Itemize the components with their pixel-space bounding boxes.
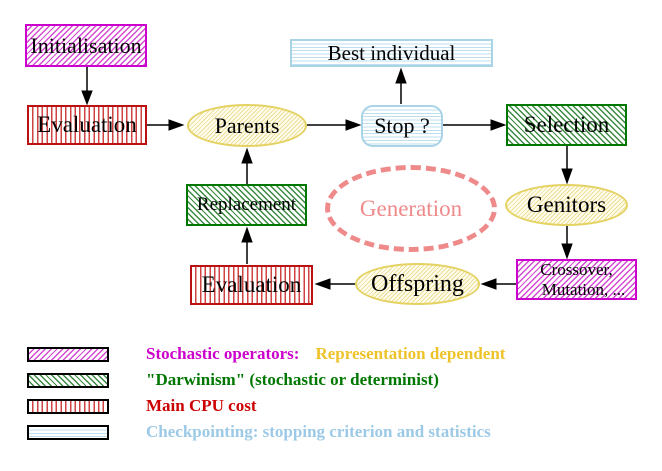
node-best-individual: Best individual: [290, 39, 493, 67]
legend-row-darwinism: "Darwinism" (stochastic or determinist): [27, 370, 439, 390]
node-offspring-label: Offspring: [371, 270, 464, 297]
legend-swatch-stochastic-operators: [27, 346, 109, 362]
node-replacement: Replacement: [186, 184, 307, 226]
node-initialisation-label: Initialisation: [30, 32, 142, 58]
legend-label-representation-dependent: Representation dependent: [315, 344, 506, 363]
arrow-genitors-to-crossover: [561, 226, 573, 260]
node-offspring: Offspring: [355, 263, 480, 305]
node-evaluation-bottom-label: Evaluation: [201, 272, 302, 297]
legend-row-checkpointing: Checkpointing: stopping criterion and st…: [27, 422, 491, 442]
node-crossover-line2: Mutation, ...: [541, 279, 626, 299]
node-selection: Selection: [506, 104, 627, 146]
legend-label-darwinism: "Darwinism" (stochastic or determinist): [146, 370, 439, 389]
arrow-evaluation-to-parents: [147, 119, 185, 131]
node-evaluation-bottom: Evaluation: [190, 265, 313, 305]
node-genitors-label: Genitors: [526, 192, 607, 217]
node-parents: Parents: [187, 104, 307, 147]
arrow-stop-to-selection: [443, 119, 507, 131]
legend-swatch-checkpointing: [27, 424, 109, 440]
node-replacement-label: Replacement: [196, 194, 297, 215]
node-best-individual-label: Best individual: [327, 40, 456, 65]
legend-swatch-main-cpu-cost: [27, 398, 109, 414]
node-initialisation: Initialisation: [25, 24, 147, 67]
node-stop-label: Stop ?: [374, 113, 430, 138]
legend-swatch-darwinism: [27, 372, 109, 388]
legend-row-stochastic-operators: Stochastic operators: Representation dep…: [27, 344, 505, 364]
arrow-evaluation-to-replacement: [241, 226, 253, 264]
arrow-stop-to-best-individual: [395, 67, 407, 104]
arrow-replacement-to-parents: [241, 147, 253, 184]
arrow-crossover-to-offspring: [480, 278, 516, 290]
legend-label-main-cpu-cost: Main CPU cost: [146, 396, 257, 415]
node-crossover-mutation: Crossover, Mutation, ...: [516, 259, 637, 300]
legend-row-main-cpu-cost: Main CPU cost: [27, 396, 256, 416]
node-selection-label: Selection: [523, 112, 610, 137]
node-stop: Stop ?: [361, 105, 443, 147]
node-parents-label: Parents: [214, 112, 280, 138]
legend-label-stochastic-operators: Stochastic operators:: [146, 344, 300, 363]
arrow-initialisation-to-evaluation: [81, 67, 93, 106]
arrow-selection-to-genitors: [561, 146, 573, 185]
node-crossover-line1: Crossover,: [540, 259, 613, 279]
generation-label: Generation: [359, 195, 463, 221]
node-genitors: Genitors: [505, 184, 628, 226]
generation-loop-ellipse: Generation: [325, 165, 497, 252]
arrow-parents-to-stop: [307, 119, 362, 131]
node-evaluation-top: Evaluation: [27, 105, 147, 145]
legend-label-checkpointing: Checkpointing: stopping criterion and st…: [146, 422, 491, 441]
arrow-offspring-to-evaluation: [314, 278, 355, 290]
node-evaluation-top-label: Evaluation: [37, 112, 137, 137]
